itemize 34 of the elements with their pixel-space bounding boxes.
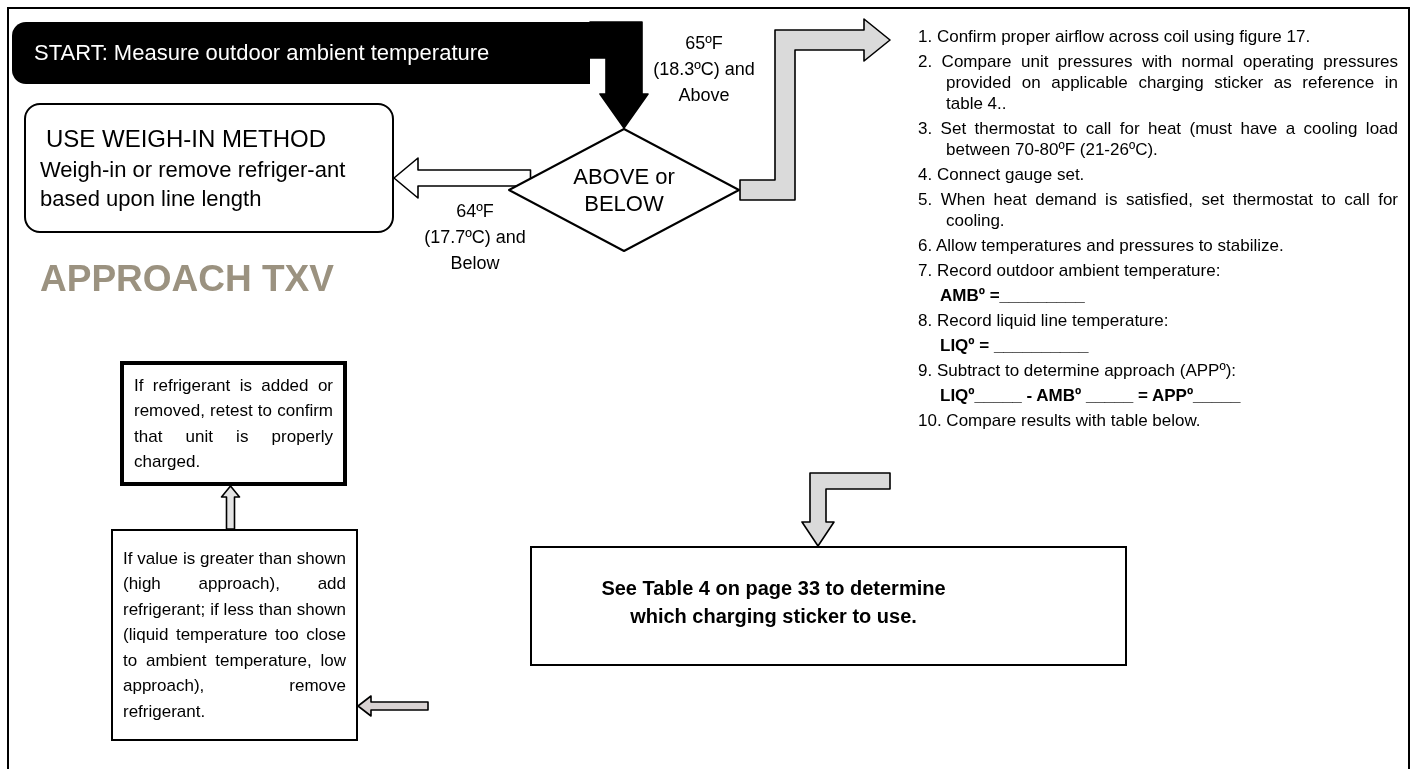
note-box	[120, 361, 347, 486]
start-text: START: Measure outdoor ambient temperature	[34, 39, 490, 67]
step-text: 5. When heat demand is satisfied, set thermostat to call for cooling.	[917, 189, 1399, 231]
note-box	[530, 546, 1127, 666]
answer-line-text: LIQº_____ - AMBº _____ = APPº_____	[939, 385, 1242, 406]
block-arrow	[357, 695, 429, 717]
step-text: 1. Confirm proper airflow across coil using figure 17.	[917, 26, 1312, 47]
method-text: Weigh-in or remove refriger-ant based upon line length	[40, 156, 347, 213]
block-arrow	[801, 472, 891, 547]
step-text: 4. Connect gauge set.	[917, 164, 1086, 185]
block-arrow	[739, 18, 891, 201]
step-text: 8. Record liquid line temperature:	[917, 310, 1170, 331]
start-bar	[12, 22, 590, 84]
method-title: USE WEIGH-IN METHOD	[45, 124, 327, 154]
step-text: 2. Compare unit pressures with normal operating pressures provided on applicable charging sticker as reference in table 4..	[917, 51, 1399, 114]
step-text: 7. Record outdoor ambient temperature:	[917, 260, 1222, 281]
note-text: If refrigerant is added or removed, retest to confirm that unit is properly charged.	[134, 374, 333, 473]
process-box	[24, 103, 394, 233]
edge-label: 65ºF (18.3ºC) and Above	[652, 32, 756, 107]
decision-text: ABOVE or BELOW	[572, 163, 676, 217]
answer-line-text: LIQº = __________	[939, 335, 1090, 356]
block-arrow	[589, 21, 649, 129]
note-box	[111, 529, 358, 741]
step-text: 3. Set thermostat to call for heat (must have a cooling load between 70-80ºF (21-26ºC).	[917, 118, 1399, 160]
block-arrow	[393, 157, 532, 199]
step-text: 10. Compare results with table below.	[917, 410, 1202, 431]
block-arrow	[220, 485, 241, 530]
note-text: If value is greater than shown (high approach), add refrigerant; if less than shown (liquid temperature too close to ambient temperature, low approach), remove refrigerant.	[123, 547, 346, 723]
answer-line-text: AMBº =_________	[939, 285, 1086, 306]
step-text: 6. Allow temperatures and pressures to stabilize.	[917, 235, 1285, 256]
section-title: APPROACH TXV	[40, 258, 334, 299]
note-text: See Table 4 on page 33 to determine which charging sticker to use.	[600, 576, 947, 629]
edge-label: 64ºF (17.7ºC) and Below	[423, 200, 527, 275]
step-text: 9. Subtract to determine approach (APPº):	[917, 360, 1238, 381]
